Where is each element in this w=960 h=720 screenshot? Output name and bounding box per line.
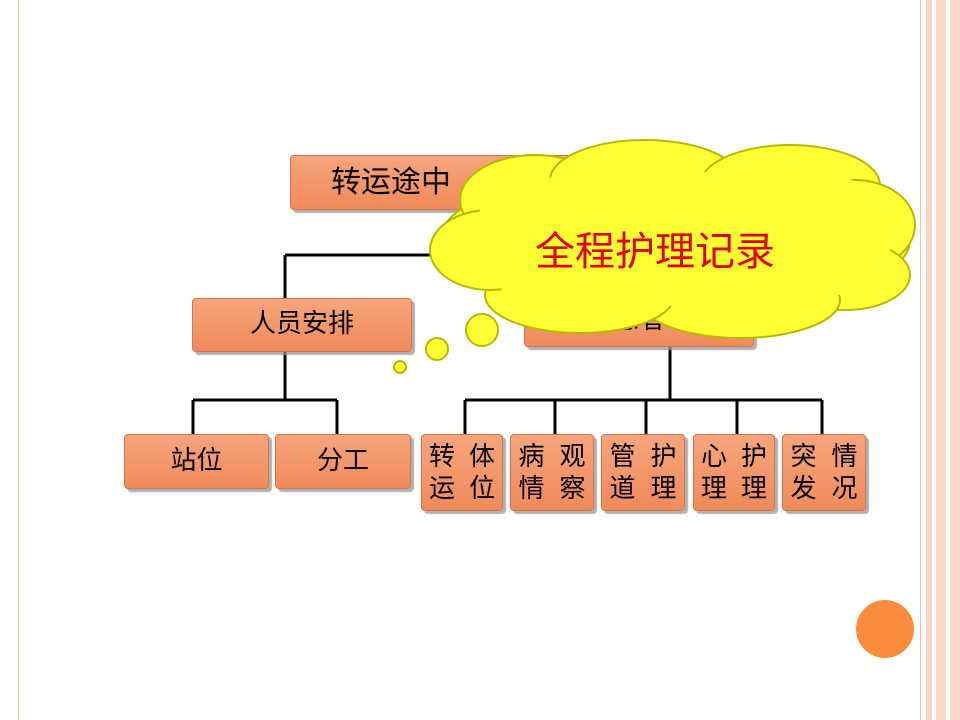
leaf-line: 突发 xyxy=(790,441,817,504)
leaf-line: 护理 xyxy=(650,441,677,504)
leaf-node: 管道 护理 xyxy=(601,434,685,511)
leaf-line: 体位 xyxy=(468,441,495,504)
leaf-node: 分工 xyxy=(275,434,411,489)
branch-node-staff: 人员安排 xyxy=(192,298,412,352)
leaf-node: 站位 xyxy=(124,434,269,489)
leaf-node: 心理 护理 xyxy=(693,434,775,511)
leaf-line: 情况 xyxy=(831,441,858,504)
leaf-line: 护理 xyxy=(740,441,767,504)
frame-stripe xyxy=(936,0,946,720)
leaf-line: 心理 xyxy=(700,441,727,504)
leaf-line: 转运 xyxy=(428,441,455,504)
leaf-node: 病情 观察 xyxy=(510,434,594,511)
callout-text: 全程护理记录 xyxy=(535,229,775,275)
frame-stripe xyxy=(950,0,960,720)
frame-line-left xyxy=(18,0,19,720)
decorative-dot xyxy=(856,600,914,658)
frame-stripe xyxy=(926,0,932,720)
leaf-node: 转运 体位 xyxy=(421,434,503,511)
leaf-line: 观察 xyxy=(559,441,586,504)
leaf-node: 突发 情况 xyxy=(782,434,866,511)
frame-line-right xyxy=(920,0,921,720)
leaf-line: 管道 xyxy=(609,441,636,504)
leaf-line: 病情 xyxy=(518,441,545,504)
